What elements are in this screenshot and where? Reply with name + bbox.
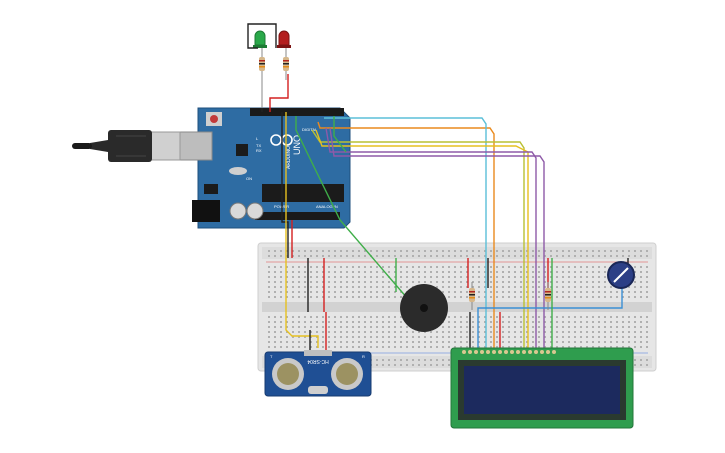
reset-button-cap[interactable] [210,115,218,123]
sensor-t-label: T [270,354,273,359]
wire-red-led[interactable] [269,74,289,112]
capacitor-1 [229,202,247,220]
resistor-lcd-1[interactable] [469,282,475,310]
crystal [229,167,247,175]
resistor-led-green[interactable] [259,48,265,108]
sensor-r-label: R [362,354,365,359]
wire-purple-lcd-1[interactable] [325,127,537,348]
wire-green-lcd[interactable] [333,116,347,153]
small-chip [236,144,248,156]
capacitor-2 [246,202,264,220]
lcd-display[interactable] [450,347,634,429]
digital-header[interactable] [250,108,344,116]
power-jack [192,200,220,222]
on-label: ON [246,176,252,181]
rx-label: RX [256,148,262,153]
usb-cable-icon [72,130,181,162]
digital-label: DIGITAL [302,127,318,132]
buzzer-icon[interactable] [400,284,448,332]
wire-blue-pot[interactable] [477,288,623,348]
led-red[interactable] [277,30,291,48]
wire-orange-lcd[interactable] [317,121,495,348]
led-wire-loop[interactable] [247,23,277,49]
lcd-screen [464,366,620,414]
l-led-label: L [256,136,259,141]
wire-green-buzzer[interactable] [295,116,415,307]
sensor-crystal [308,386,328,394]
usb-port [179,131,213,161]
lcd-pin-header [462,350,556,354]
ultrasonic-sensor[interactable]: HC-SR04 T R [264,350,372,397]
regulator-chip [204,184,218,194]
power-analog-header[interactable] [255,212,340,220]
resistor-lcd-2[interactable] [545,282,551,310]
resistor-led-red[interactable] [283,48,289,80]
wires [261,74,629,352]
analog-label: ANALOG IN [316,204,338,209]
arduino-model-label: UNO [292,135,302,155]
wire-yellow-trig[interactable] [285,112,319,348]
wire-olive-lcd-1[interactable] [311,129,525,348]
tx-label: TX [256,143,261,148]
wire-purple-lcd-2[interactable] [329,127,545,348]
wire-black-gnd[interactable] [281,112,289,258]
arduino-brand-label: ARDUINO [286,146,292,169]
potentiometer-icon[interactable] [607,261,635,289]
arduino-uno-board[interactable]: UNO ARDUINO DIGITAL POWER ANALOG IN L TX… [179,107,351,229]
wire-olive-lcd-2[interactable] [315,129,529,348]
microcontroller-chip [262,184,344,202]
sensor-model-label: HC-SR04 [307,358,329,364]
wire-cyan-lcd[interactable] [324,117,487,348]
breadboard-holes [268,250,648,366]
led-green[interactable] [253,30,267,48]
